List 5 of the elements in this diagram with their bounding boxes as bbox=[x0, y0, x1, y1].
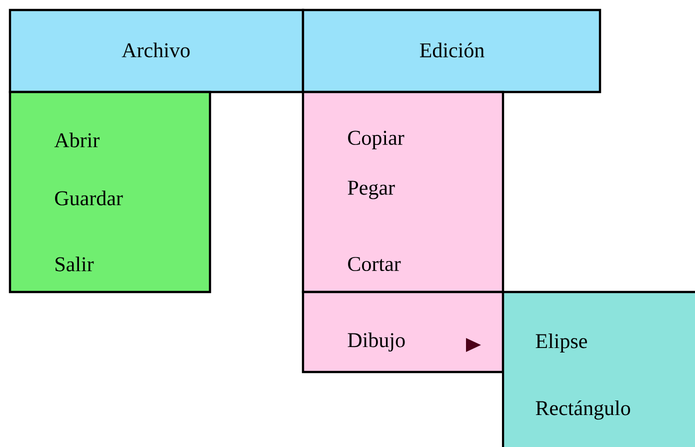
menu-header: Archivo bbox=[8, 8, 304, 94]
menu-item: Dibujo bbox=[302, 290, 504, 374]
menu-header: Edición bbox=[302, 8, 602, 94]
submenu: Elipse Rectángulo bbox=[502, 290, 695, 447]
dropdown-menu: Abrir Guardar Salir bbox=[8, 90, 212, 294]
